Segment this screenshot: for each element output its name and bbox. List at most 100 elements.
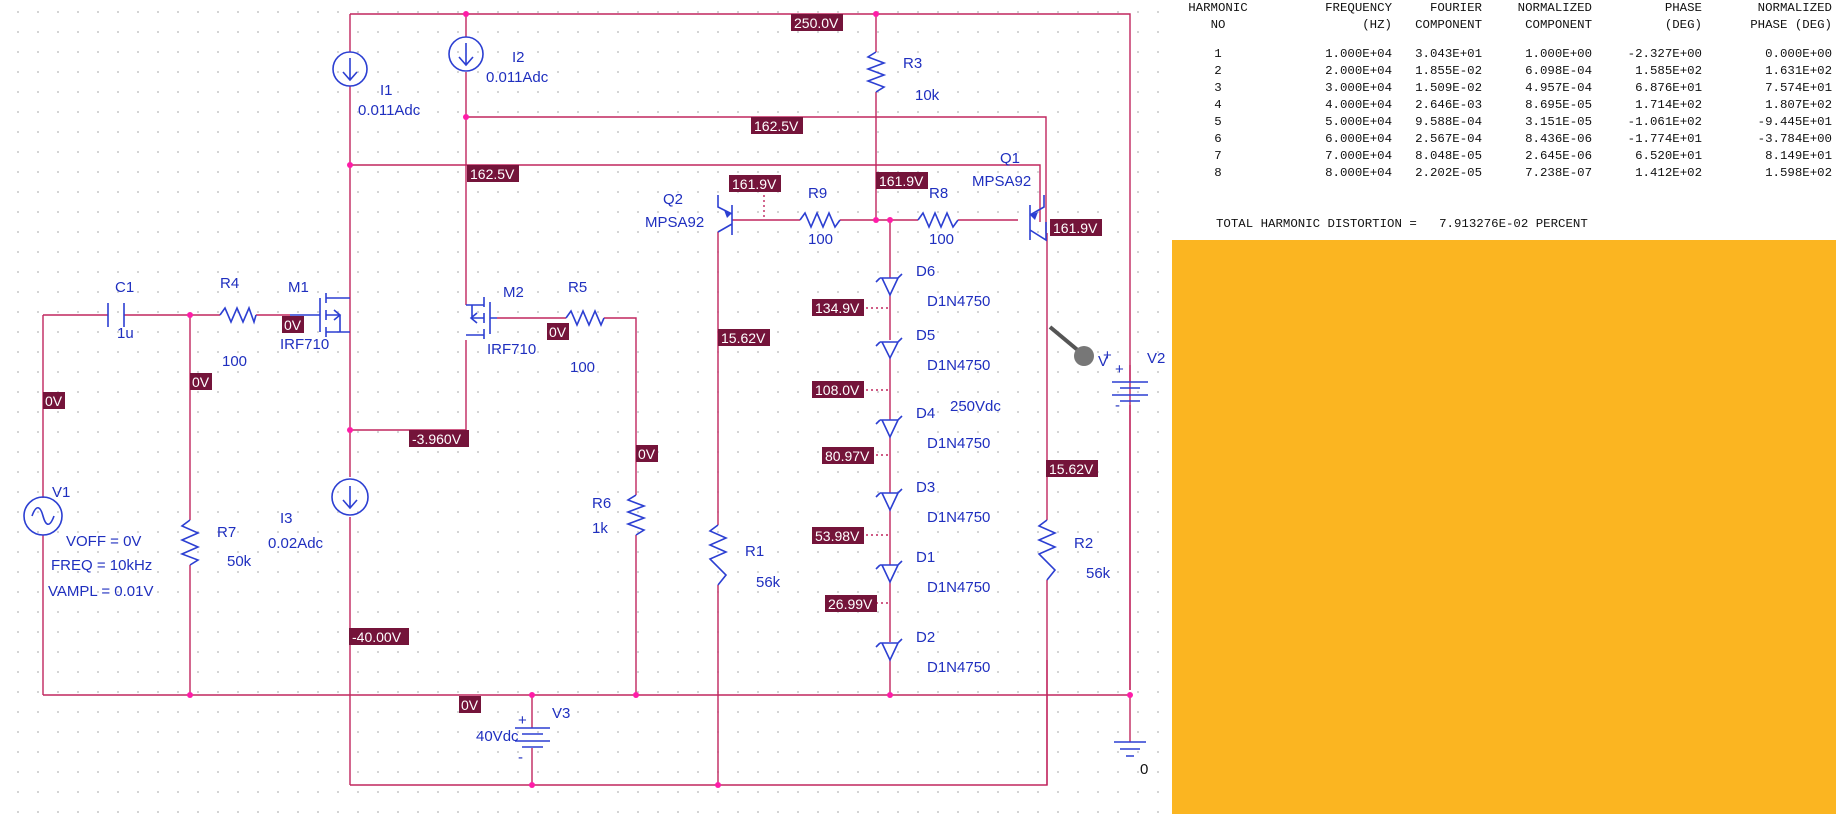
i2-value: 0.011Adc [486,69,549,86]
q1-transistor[interactable] [1029,195,1047,242]
i2-name: I2 [512,49,525,66]
voltage-marker: -40.00V [349,628,409,645]
r1-resistor[interactable] [708,524,728,586]
table-cell: 1.000E+04 [1325,47,1392,61]
schematic-label: 0V [461,697,479,713]
schematic-label: 0V [45,393,63,409]
probe-plus: + [1103,347,1112,364]
r6-resistor[interactable] [625,494,647,536]
voltage-marker: 161.9V [876,172,928,189]
m1-mosfet[interactable] [290,293,350,337]
r4-resistor[interactable] [219,305,257,325]
schematic-drawing[interactable]: I1 0.011Adc I2 0.011Adc I3 0.02Adc R3 10… [0,0,1172,814]
table-cell: 8.149E+01 [1765,149,1832,163]
header-phase: PHASE (DEG) [1664,1,1702,32]
m1-drain-q1-wire [350,164,1041,222]
i1-name: I1 [380,82,393,99]
header-normalized: NORMALIZED COMPONENT [1517,1,1592,32]
c1-value: 1u [117,325,134,342]
voltage-marker: 0V [282,316,304,333]
voltage-marker: 80.97V [822,447,874,464]
table-cell: 8.048E-05 [1415,149,1482,163]
v3-source[interactable] [515,727,550,748]
voltage-markers: 250.0V 162.5V 162.5V 161.9V 161.9V 161.9… [43,14,1102,713]
schematic-label: 162.5V [754,118,799,134]
ground-symbol [1114,741,1146,757]
table-cell: 7 [1214,149,1222,163]
d6-model: D1N4750 [927,293,990,310]
q1-name: Q1 [1000,150,1020,167]
table-cell: 4.000E+04 [1325,98,1392,112]
table-cell: 2.000E+04 [1325,64,1392,78]
r9-value: 100 [808,231,833,248]
table-cell: 1 [1214,47,1222,61]
v2-value: 250Vdc [950,398,1001,415]
r9-resistor[interactable] [799,210,841,230]
voltage-marker: 26.99V [825,595,877,612]
thd-value: 7.913276E-02 PERCENT [1439,217,1588,231]
voltage-marker: 15.62V [1046,460,1098,477]
r2-resistor[interactable] [1037,519,1057,581]
c1-name: C1 [115,279,134,296]
v1-source[interactable] [23,496,63,536]
table-cell: 5.000E+04 [1325,115,1392,129]
schematic-label: 26.99V [828,596,873,612]
i3-source[interactable] [331,478,369,516]
d1-zener[interactable] [875,560,903,584]
voltage-marker: 134.9V [812,299,864,316]
d2-zener[interactable] [875,638,903,662]
header-frequency: FREQUENCY (HZ) [1325,1,1392,32]
q2-transistor[interactable] [717,195,733,235]
table-cell: 7.000E+04 [1325,149,1392,163]
schematic-label: 161.9V [879,173,924,189]
v2-source[interactable] [1112,381,1148,402]
v2-minus: - [1115,397,1120,414]
voltage-marker: 0V [547,323,569,340]
q2-name: Q2 [663,191,683,208]
output-panel-background [1172,240,1836,814]
r2-name: R2 [1074,535,1093,552]
d5-model: D1N4750 [927,357,990,374]
table-cell: 0.000E+00 [1765,47,1832,61]
schematic-label: 53.98V [815,528,860,544]
bottom-neg-wire [350,660,1048,786]
d3-zener[interactable] [875,488,903,512]
schematic-label: 161.9V [732,176,777,192]
m2-source-wire [350,117,467,431]
d6-zener[interactable] [875,273,903,297]
table-cell: -9.445E+01 [1757,115,1832,129]
voltage-marker: 0V [190,373,212,390]
r5-r6-wire [497,317,637,695]
m2-mosfet[interactable] [466,297,497,339]
schematic-label: 134.9V [815,300,860,316]
probe-label: V [1098,353,1108,370]
i3-value: 0.02Adc [268,535,324,552]
i2-source[interactable] [448,36,484,72]
r5-resistor[interactable] [565,308,605,328]
q1-model: MPSA92 [972,173,1031,190]
d5-name: D5 [916,327,935,344]
r6-name: R6 [592,495,611,512]
r3-resistor[interactable] [865,51,887,93]
c1-capacitor[interactable] [107,303,125,327]
table-cell: 1.855E-02 [1415,64,1482,78]
m2-model: IRF710 [487,341,536,358]
i3-name: I3 [280,510,293,527]
schematic-label: 0V [638,446,656,462]
v1-voff: VOFF = 0V [66,533,141,550]
i1-source[interactable] [332,51,368,87]
v3-value: 40Vdc [476,728,519,745]
table-cell: 4.957E-04 [1525,81,1592,95]
d5-zener[interactable] [875,337,903,360]
table-cell: 8 [1214,166,1222,180]
voltage-marker: 0V [636,445,658,462]
voltage-probe-icon[interactable] [1048,325,1094,366]
r8-resistor[interactable] [917,210,959,230]
v3-name: V3 [552,705,570,722]
v1-freq: FREQ = 10kHz [51,557,152,574]
d4-zener[interactable] [875,415,903,439]
r7-resistor[interactable] [179,519,200,566]
